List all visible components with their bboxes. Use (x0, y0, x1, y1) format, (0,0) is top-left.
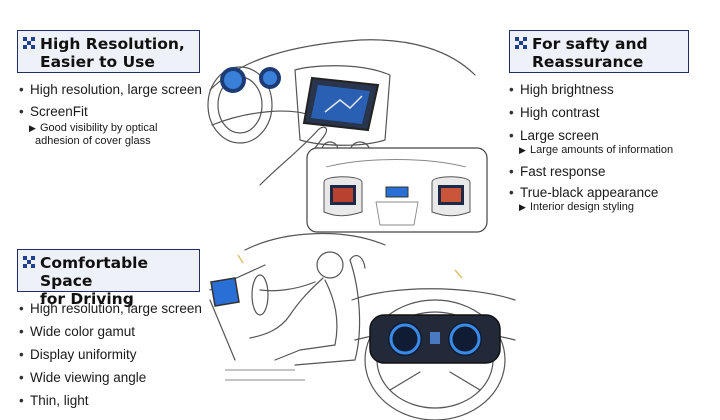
header-title-line1: Comfortable Space (40, 254, 149, 290)
triangle-bullet-icon: ▶ (519, 145, 526, 155)
checker-mark-icon (23, 256, 36, 269)
header-title-line1: For safty and (532, 35, 648, 53)
triangle-bullet-icon: ▶ (29, 123, 36, 133)
high-resolution-list: High resolution, large screen ScreenFit … (19, 82, 219, 148)
header-title-line2: Reassurance (532, 53, 644, 71)
sub-item-cont: adhesion of cover glass (35, 135, 151, 147)
list-item: High resolution, large screen (19, 82, 219, 98)
list-item: ScreenFit (19, 104, 219, 120)
header-safety: For safty and Reassurance (509, 30, 689, 73)
list-item: High brightness (509, 82, 714, 98)
triangle-bullet-icon: ▶ (519, 202, 526, 212)
list-item: True-black appearance (509, 185, 714, 201)
header-title-line1: High Resolution, (40, 35, 185, 53)
header-high-resolution: High Resolution, Easier to Use (17, 30, 200, 73)
list-item: Wide viewing angle (19, 370, 224, 386)
sub-item: ▶ Good visibility by optical (29, 122, 158, 134)
list-item: Fast response (509, 164, 714, 180)
checker-mark-icon (23, 37, 36, 50)
driver-illustration (209, 232, 386, 381)
sub-item: ▶ Interior design styling (519, 201, 634, 213)
safety-list: High brightness High contrast Large scre… (509, 82, 714, 214)
rear-seat-illustration (306, 147, 488, 233)
comfort-list: High resolution, large screen Wide color… (19, 301, 224, 409)
list-item: Thin, light (19, 393, 224, 409)
header-title-line2: Easier to Use (40, 53, 155, 71)
checker-mark-icon (515, 37, 528, 50)
list-item: High contrast (509, 105, 714, 121)
sub-item: ▶ Large amounts of information (519, 144, 674, 156)
header-comfort: Comfortable Space for Driving (17, 249, 200, 308)
list-item: High resolution, large screen (19, 301, 224, 317)
list-item: Large screen (509, 128, 714, 144)
cluster-illustration (351, 269, 516, 420)
list-item: Wide color gamut (19, 324, 224, 340)
list-item: Display uniformity (19, 347, 224, 363)
